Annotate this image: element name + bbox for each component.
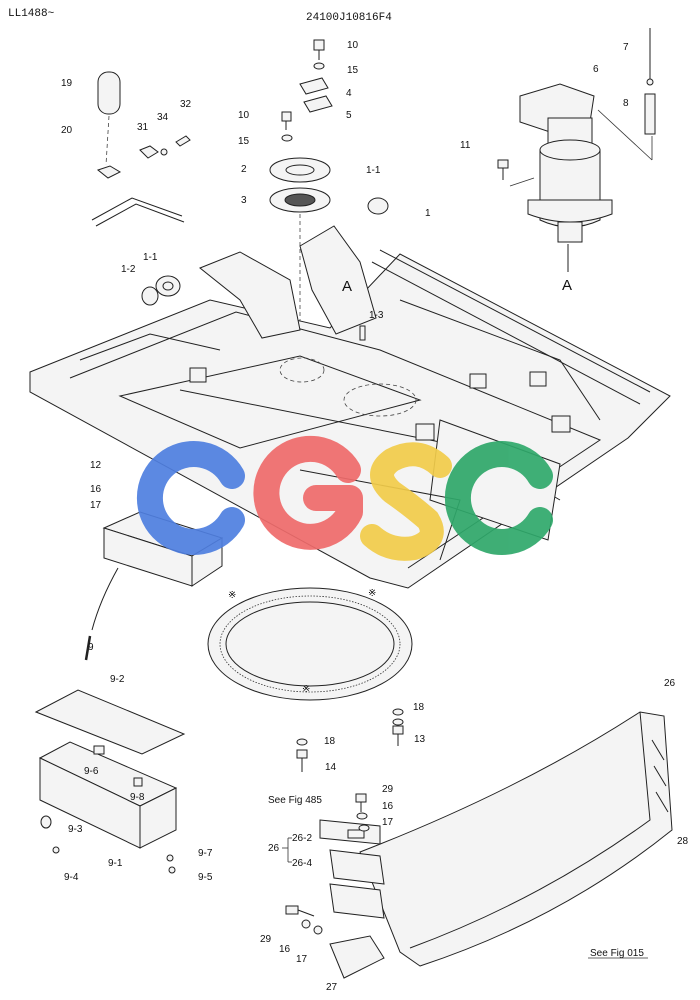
figure-code-label: 24100J10816F4 <box>306 12 392 24</box>
callout-3: 3 <box>241 195 247 206</box>
callout-29-right: 29 <box>382 784 394 795</box>
callout-10-mid: 10 <box>238 110 250 121</box>
callout-26-4: 26-4 <box>292 858 312 869</box>
callout-9-4: 9-4 <box>64 872 79 883</box>
callout-2: 2 <box>241 164 247 175</box>
callout-20: 20 <box>61 125 73 136</box>
ref-see-fig-015: See Fig 015 <box>590 948 644 959</box>
top-plate-hardware <box>281 39 333 142</box>
callout-16-left: 16 <box>90 484 102 495</box>
svg-text:※: ※ <box>228 590 236 601</box>
callout-4: 4 <box>346 88 352 99</box>
callout-9-2: 9-2 <box>110 674 125 685</box>
callout-1: 1 <box>425 208 431 219</box>
callout-9-5: 9-5 <box>198 872 213 883</box>
callout-9-6: 9-6 <box>84 766 99 777</box>
callout-15-mid: 15 <box>238 136 250 147</box>
ring-bolts <box>296 708 404 772</box>
callout-29-bottom: 29 <box>260 934 272 945</box>
callout-9-1: 9-1 <box>108 858 123 869</box>
watermark-letter-c1 <box>136 441 245 555</box>
callout-9-8: 9-8 <box>130 792 145 803</box>
callout-26-2: 26-2 <box>292 833 312 844</box>
counterweight-28 <box>285 711 673 979</box>
callout-6: 6 <box>593 64 599 75</box>
callout-18-right: 18 <box>413 702 425 713</box>
callout-26: 26 <box>268 843 280 854</box>
watermark-letter-s <box>360 442 452 561</box>
callout-18-left: 18 <box>324 736 336 747</box>
callout-27: 27 <box>326 982 338 993</box>
ref-see-fig-485: See Fig 485 <box>268 795 322 806</box>
callout-10-top: 10 <box>347 40 359 51</box>
view-marker-a-motor: A <box>562 277 572 294</box>
callout-8: 8 <box>623 98 629 109</box>
callout-32: 32 <box>180 99 192 110</box>
callout-5: 5 <box>346 110 352 121</box>
callout-17-bottom: 17 <box>296 954 308 965</box>
callout-1-1-left: 1-1 <box>143 252 158 263</box>
callout-15-top: 15 <box>347 65 359 76</box>
boom-bushings <box>141 197 389 306</box>
callout-17-left: 17 <box>90 500 102 511</box>
callout-17-right: 17 <box>382 817 394 828</box>
serial-range-label: LL1488~ <box>8 8 55 20</box>
callout-13: 13 <box>414 734 426 745</box>
callout-1-2: 1-2 <box>121 264 136 275</box>
callout-26-counterweight: 26 <box>664 678 676 689</box>
svg-text:※: ※ <box>302 684 310 695</box>
cgsc-watermark-logo <box>136 435 553 561</box>
callout-28: 28 <box>677 836 689 847</box>
svg-text:※: ※ <box>368 588 376 599</box>
revolving-frame-1 <box>29 225 671 589</box>
callout-9-3: 9-3 <box>68 824 83 835</box>
callout-16-bottom: 16 <box>279 944 291 955</box>
swing-ring: ※ ※ ※ <box>207 587 413 701</box>
callout-9-7: 9-7 <box>198 848 213 859</box>
view-marker-a-top: A <box>342 278 352 295</box>
callout-1-1-top: 1-1 <box>366 165 381 176</box>
callout-16-right: 16 <box>382 801 394 812</box>
watermark-letter-c2 <box>444 441 553 555</box>
callout-34: 34 <box>157 112 169 123</box>
toolbox-assembly-9-1 <box>34 689 186 874</box>
callout-14: 14 <box>325 762 337 773</box>
callout-12: 12 <box>90 460 102 471</box>
callout-9: 9 <box>88 642 94 653</box>
cylinder-assembly-19 <box>91 71 191 227</box>
callout-1-3: 1-3 <box>369 310 384 321</box>
callout-11: 11 <box>460 140 471 151</box>
callout-19: 19 <box>61 78 73 89</box>
callout-31: 31 <box>137 122 149 133</box>
watermark-letter-g <box>253 435 363 550</box>
callout-7: 7 <box>623 42 629 53</box>
bearing-plates <box>269 157 331 330</box>
swing-motor-assembly <box>497 28 656 272</box>
